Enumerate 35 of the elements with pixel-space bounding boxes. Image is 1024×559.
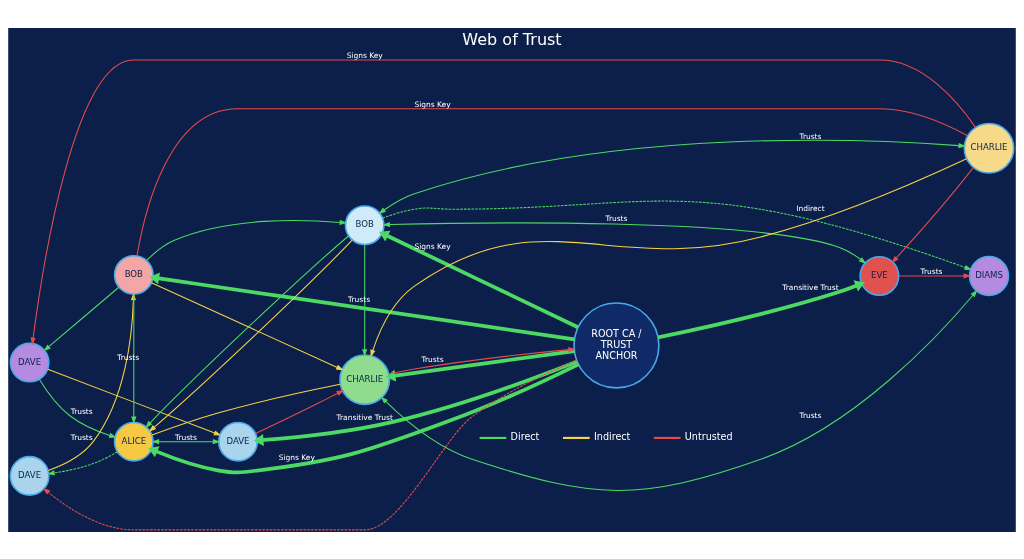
- arrow: [657, 279, 865, 339]
- arrow: [898, 272, 972, 279]
- arrow: [47, 368, 222, 436]
- arrow: [43, 286, 120, 351]
- arrow: [30, 59, 977, 345]
- arrow: [47, 450, 118, 475]
- diagram-title: Web of Trust: [462, 29, 562, 49]
- arrow: [370, 157, 968, 357]
- arrow: [38, 378, 117, 438]
- legend-label: Direct: [510, 430, 540, 442]
- arrow: [146, 219, 348, 261]
- arrow: [149, 272, 575, 341]
- arrow: [42, 359, 578, 530]
- arrow: [891, 166, 974, 263]
- arrow: [148, 362, 580, 474]
- legend-label: Indirect: [593, 430, 631, 442]
- arrow: [378, 139, 967, 214]
- arrow: [151, 438, 221, 444]
- node-circle: CHARLIE: [963, 122, 1015, 174]
- arrow: [379, 230, 579, 329]
- connector: [151, 383, 341, 436]
- arrow: [388, 346, 576, 375]
- arrow: [385, 348, 575, 381]
- arrow: [382, 200, 972, 270]
- arrow: [382, 221, 867, 264]
- legend-label: Untrusted: [684, 430, 733, 442]
- arrow: [380, 289, 978, 491]
- connector: [136, 107, 969, 256]
- arrow: [362, 243, 368, 357]
- node-circle: ROOT CA / TRUST ANCHOR: [573, 301, 660, 389]
- node-circle: BOB: [113, 254, 154, 295]
- arrow: [255, 389, 345, 434]
- arrow: [150, 281, 344, 370]
- node-circle: DAVE: [218, 421, 259, 462]
- arrow: [253, 359, 578, 446]
